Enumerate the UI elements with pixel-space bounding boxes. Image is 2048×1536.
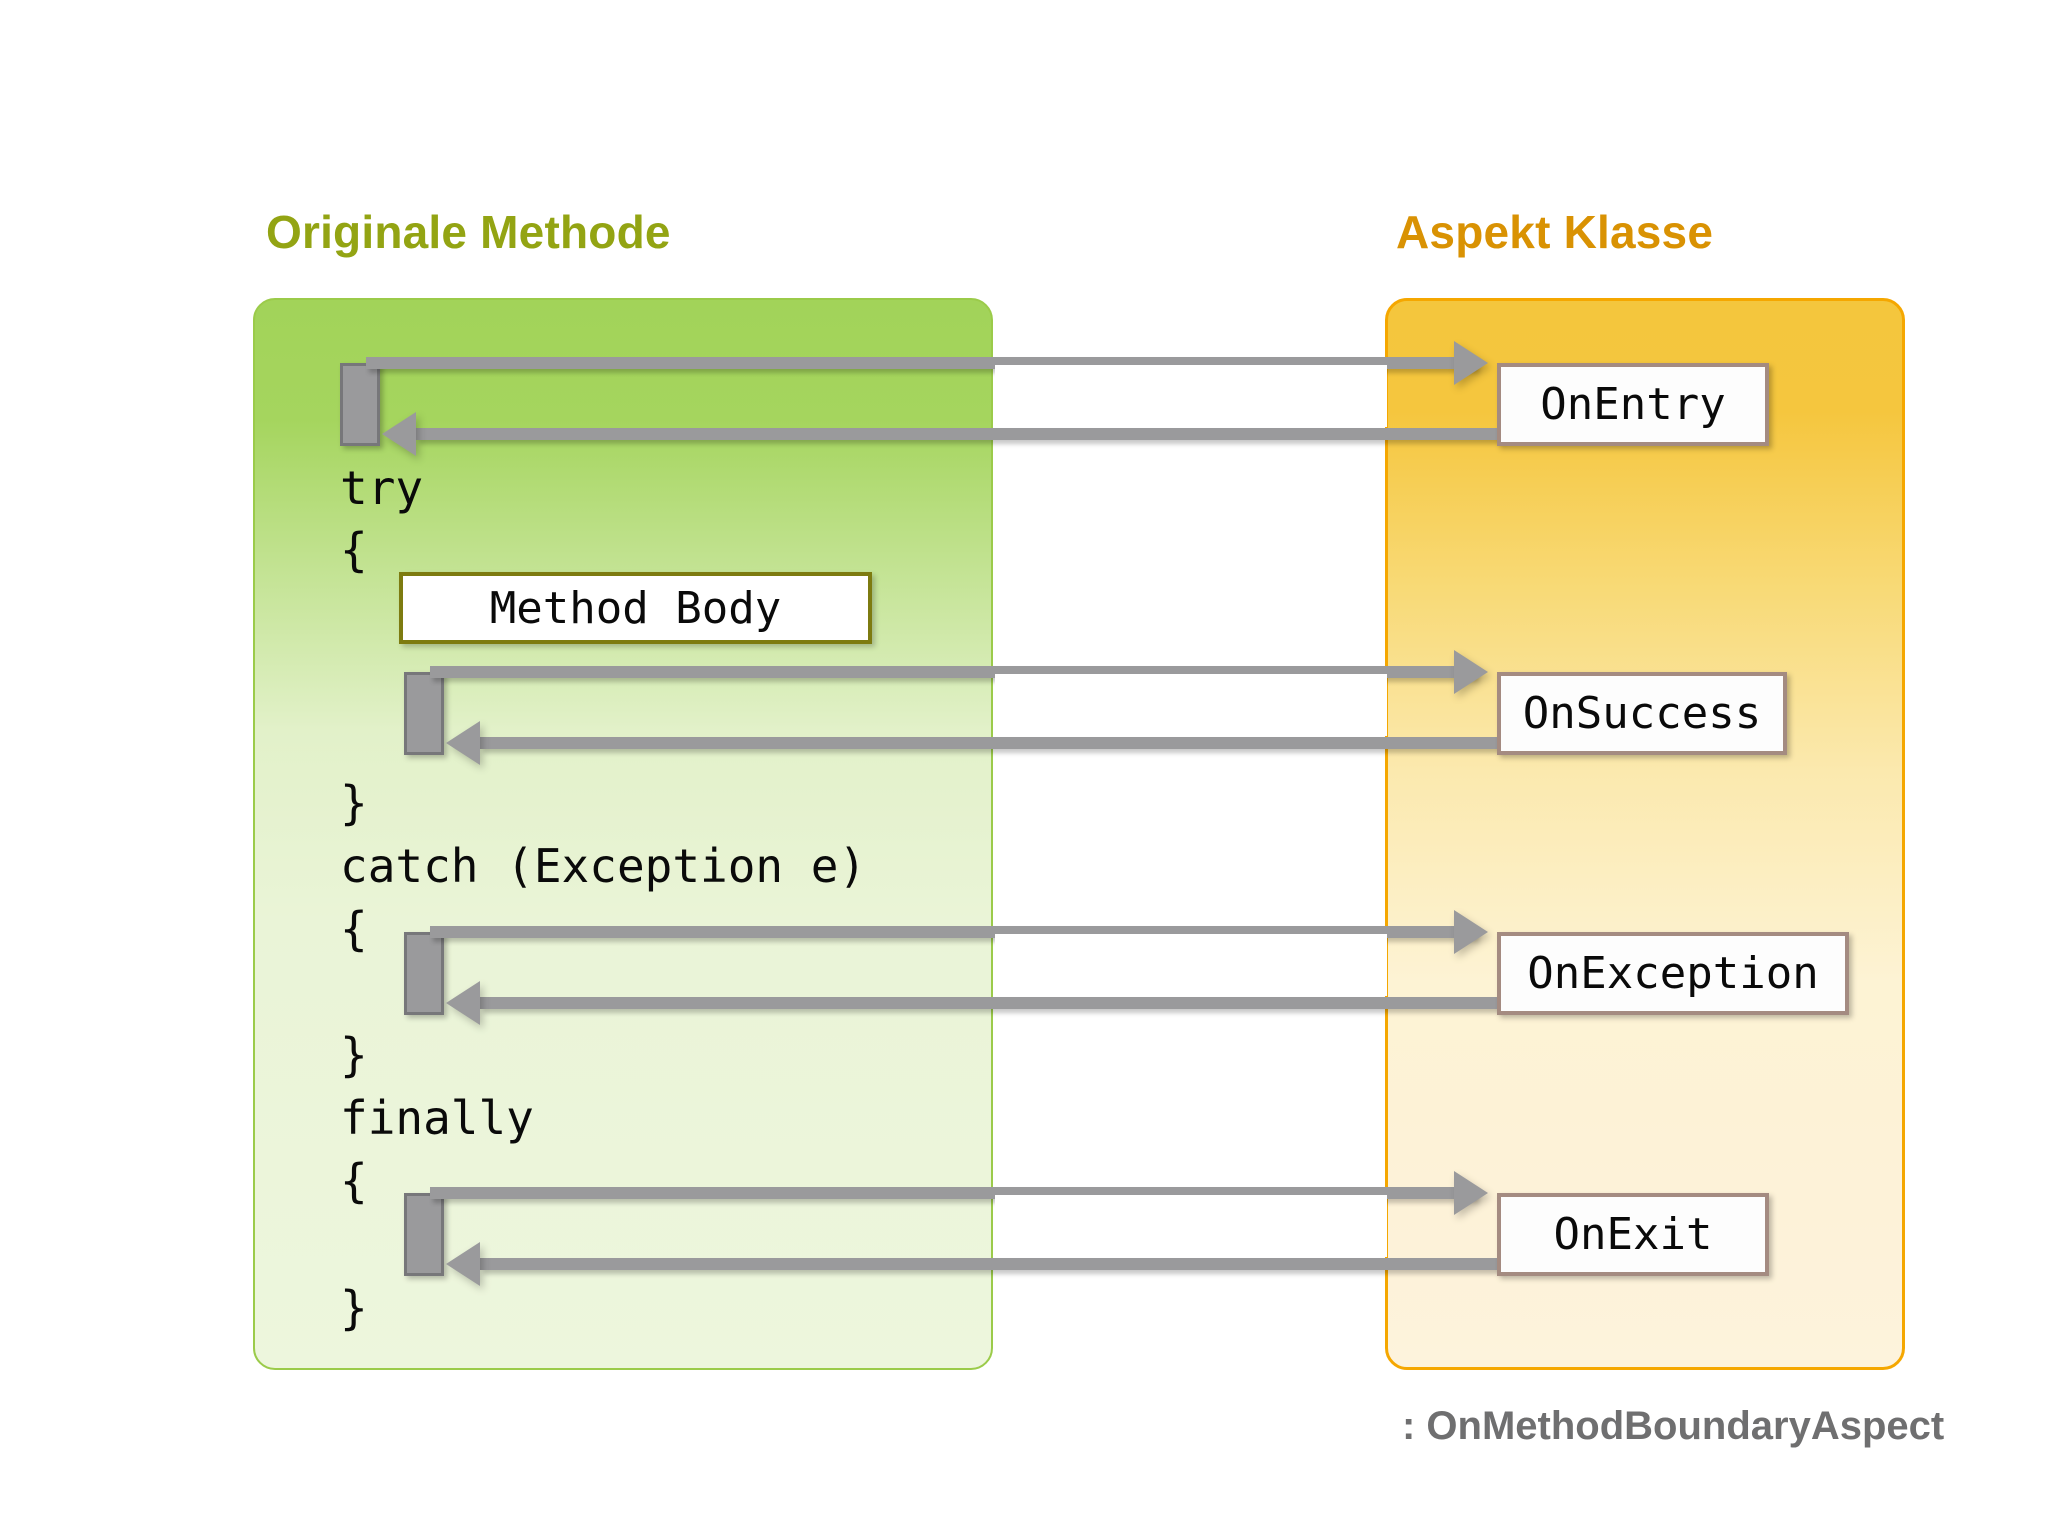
call-arrow-onexception-head	[1454, 910, 1488, 954]
call-arrow-onsuccess-head	[1454, 650, 1488, 694]
method-body-box: Method Body	[399, 572, 872, 644]
code-line-finally-open-brace: {	[340, 1154, 368, 1208]
gap-band-onentry	[995, 365, 1387, 427]
call-arrow-onentry-head	[1454, 341, 1488, 385]
advice-box-onentry: OnEntry	[1497, 363, 1769, 446]
return-arrow-onentry-line	[416, 428, 1502, 440]
advice-box-onexit: OnExit	[1497, 1193, 1769, 1276]
code-line-catch-close-brace: }	[340, 1028, 368, 1082]
activation-bar-onsuccess	[404, 672, 444, 755]
activation-bar-onexit	[404, 1193, 444, 1276]
return-arrow-onentry-head	[382, 412, 416, 456]
activation-bar-onentry	[340, 363, 380, 446]
advice-box-onexception: OnException	[1497, 932, 1849, 1015]
aspect-class-title: Aspekt Klasse	[1396, 206, 1714, 258]
code-line-finally-close-brace: }	[340, 1281, 368, 1335]
original-method-title: Originale Methode	[266, 206, 671, 258]
advice-box-onsuccess: OnSuccess	[1497, 672, 1787, 755]
return-arrow-onexit-line	[480, 1258, 1502, 1270]
code-line-try: try	[340, 461, 424, 515]
gap-band-onexit	[995, 1195, 1387, 1257]
return-arrow-onsuccess-line	[480, 737, 1502, 749]
code-line-try-close-brace: }	[340, 776, 368, 830]
code-line-catch-open-brace: {	[340, 902, 368, 956]
code-line-finally: finally	[340, 1091, 534, 1145]
return-arrow-onexception-line	[480, 997, 1502, 1009]
return-arrow-onsuccess-head	[446, 721, 480, 765]
return-arrow-onexit-head	[446, 1242, 480, 1286]
code-line-try-open-brace: {	[340, 523, 368, 577]
gap-band-onexception	[995, 934, 1387, 996]
aspect-type-caption: : OnMethodBoundaryAspect	[1402, 1404, 1945, 1448]
return-arrow-onexception-head	[446, 981, 480, 1025]
activation-bar-onexception	[404, 932, 444, 1015]
code-line-catch: catch (Exception e)	[340, 839, 867, 893]
gap-band-onsuccess	[995, 674, 1387, 736]
original-method-panel	[253, 298, 993, 1370]
call-arrow-onexit-head	[1454, 1171, 1488, 1215]
